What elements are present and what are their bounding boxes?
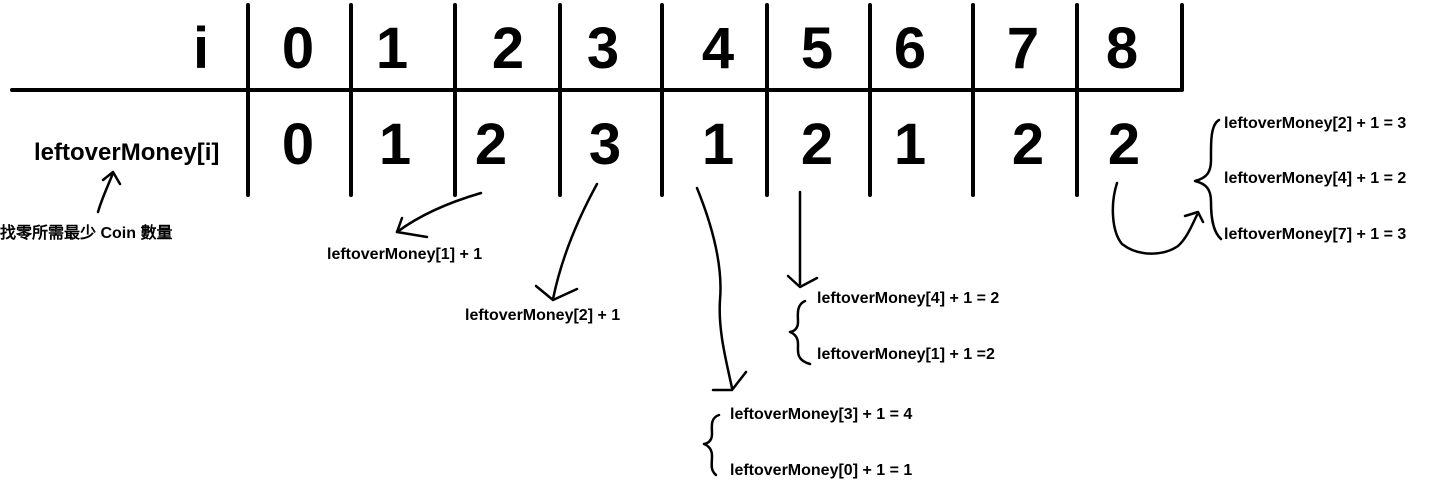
arrowhead-index-4 <box>711 370 748 392</box>
value-cell-3: 3 <box>588 112 622 177</box>
value-cell-5: 2 <box>800 112 834 177</box>
brace-index-4 <box>702 413 721 477</box>
index-cell-0: 0 <box>281 16 315 81</box>
annotation-index-8-c: leftoverMoney[7] + 1 = 3 <box>1224 226 1407 243</box>
header-label: i <box>193 16 210 81</box>
caption-arrowhead <box>101 170 122 186</box>
arrowhead-index-5 <box>786 274 819 289</box>
row-label: leftoverMoney[i] <box>34 139 220 166</box>
annotation-index-5-a: leftoverMoney[4] + 1 = 2 <box>817 290 1000 307</box>
arrow-index-2 <box>395 191 483 234</box>
index-cell-6: 6 <box>893 16 927 81</box>
value-cell-0: 0 <box>281 112 315 177</box>
annotation-index-8-a: leftoverMoney[2] + 1 = 3 <box>1224 115 1407 132</box>
caption: 找零所需最少 Coin 數量 <box>0 225 173 242</box>
caption-arrow <box>96 171 115 214</box>
value-cell-7: 2 <box>1011 112 1045 177</box>
index-cell-8: 8 <box>1105 16 1139 81</box>
annotation-index-4-a: leftoverMoney[3] + 1 = 4 <box>730 406 913 423</box>
index-cell-5: 5 <box>800 16 834 81</box>
index-cell-7: 7 <box>1006 16 1040 81</box>
arrowhead-index-8 <box>1183 210 1205 224</box>
annotation-index-5-b: leftoverMoney[1] + 1 =2 <box>817 346 995 363</box>
index-cell-1: 1 <box>375 16 409 81</box>
arrow-index-4 <box>695 186 734 390</box>
annotation-index-3: leftoverMoney[2] + 1 <box>465 307 621 324</box>
annotation-index-4-b: leftoverMoney[0] + 1 = 1 <box>730 462 913 479</box>
index-cell-2: 2 <box>491 16 525 81</box>
value-cell-2: 2 <box>474 112 508 177</box>
value-cell-6: 1 <box>893 112 927 177</box>
arrowhead-index-3 <box>534 284 579 302</box>
annotation-index-2: leftoverMoney[1] + 1 <box>327 246 483 263</box>
index-cell-4: 4 <box>701 16 735 81</box>
arrowhead-index-2 <box>395 216 429 239</box>
value-cell-4: 1 <box>701 112 735 177</box>
index-cell-3: 3 <box>586 16 620 81</box>
brace-index-5 <box>788 299 812 366</box>
brace-index-8 <box>1193 118 1223 241</box>
arrow-index-3 <box>551 182 599 301</box>
annotation-index-8-b: leftoverMoney[4] + 1 = 2 <box>1224 170 1407 187</box>
value-cell-1: 1 <box>378 112 412 177</box>
arrow-index-8 <box>1111 181 1199 255</box>
value-cell-8: 2 <box>1107 112 1141 177</box>
